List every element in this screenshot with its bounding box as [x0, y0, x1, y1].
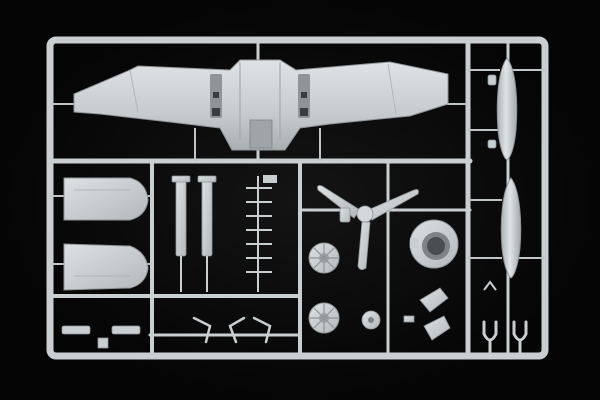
wing-part	[73, 59, 449, 151]
spinner-part	[361, 310, 381, 330]
gear-door-parts	[192, 316, 272, 344]
propeller	[317, 185, 419, 270]
drop-tank-lower	[500, 177, 522, 279]
landing-gear-struts	[171, 175, 217, 292]
small-fittings-right	[483, 74, 497, 291]
engine-cylinders-lower	[308, 302, 340, 334]
engine-cowling	[409, 219, 459, 269]
small-parts-bottom-left	[61, 325, 141, 349]
engine-cylinders-upper	[308, 242, 340, 274]
tail-plane-upper	[63, 177, 149, 221]
sprue-frame	[46, 36, 549, 360]
rocket-rack-ladder	[246, 175, 277, 292]
drop-tank-upper	[496, 57, 518, 161]
exhaust-parts	[403, 287, 451, 341]
tail-wheel-forks	[482, 320, 528, 354]
tail-plane-lower	[63, 243, 149, 291]
